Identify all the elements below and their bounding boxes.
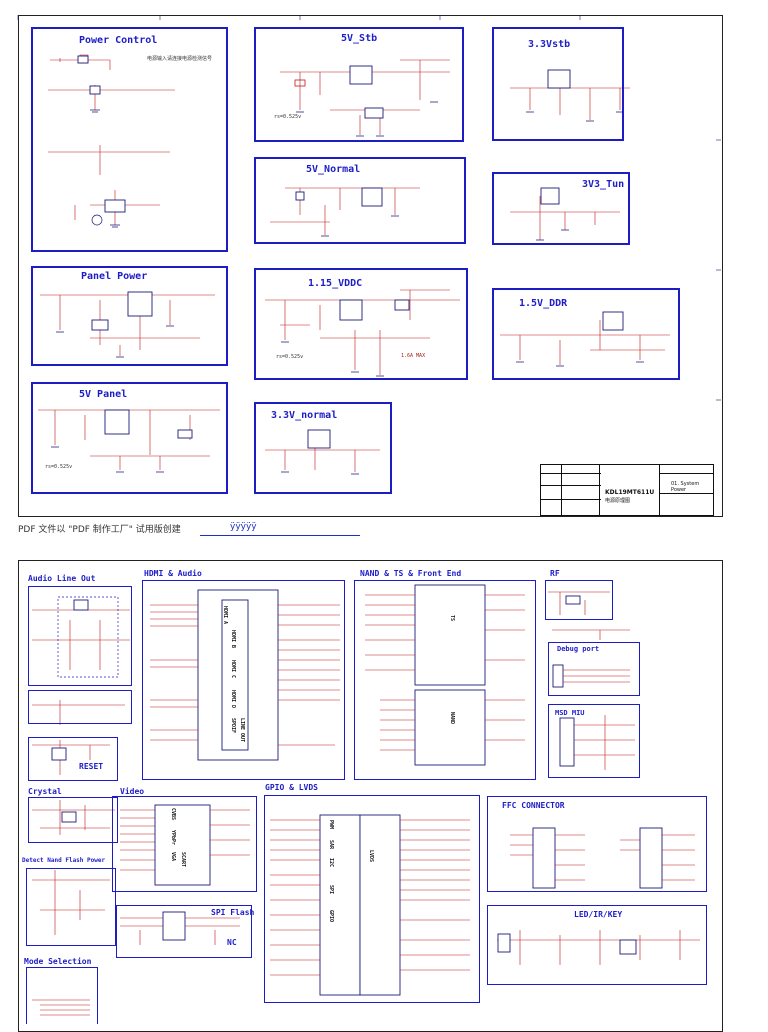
chip-group-label: HDMI D (230, 690, 236, 709)
chip-group-label: TS (449, 615, 455, 622)
title-block: KDL19MT611U 电源原理图 01. System Power (540, 464, 714, 516)
block-hdmi-audio (142, 580, 345, 780)
block-spi-flash: SPI Flash NC (116, 905, 255, 958)
chip-group-label: HDMI C (230, 660, 236, 679)
vddc-circuit (265, 289, 460, 377)
block-note: rs=0.525v (45, 464, 73, 470)
chip-group-label: SAR (328, 840, 334, 850)
3v3-stb-circuit (510, 69, 630, 122)
chip-group-label: SPI (328, 885, 334, 895)
block-title: FFC CONNECTOR (502, 801, 565, 810)
footer-underline (200, 535, 360, 536)
block-title: 3V3_Tun (582, 179, 625, 190)
chip-group-label: LINE OUT (239, 718, 245, 743)
chip-group-label: SCART (180, 852, 186, 868)
model-number: KDL19MT611U (605, 489, 655, 496)
block-note: rs=0.525v (276, 354, 304, 360)
3v3-tun-circuit (510, 187, 620, 241)
block-title-video: Video (120, 787, 145, 796)
3v3-normal-circuit (265, 429, 380, 475)
block-title-hdmi-audio: HDMI & Audio (144, 569, 202, 578)
block-title: 5V_Stb (341, 33, 378, 44)
block-title: Power Control (79, 35, 158, 46)
block-title: MSD MIU (555, 709, 585, 717)
ddr-circuit (500, 311, 670, 367)
drawing-subtitle: 电源原理图 (605, 498, 631, 504)
chip-group-label: YPbPr (170, 830, 176, 846)
pdf-watermark-link[interactable]: ÿÿÿÿÿ (230, 522, 257, 532)
block-title: RESET (79, 762, 104, 771)
block-3v3-stb: 3.3Vstb (492, 27, 624, 141)
block-detect-nand (26, 868, 116, 946)
block-note: rs=0.525v (274, 114, 302, 120)
block-audio-mute (28, 690, 132, 724)
block-title: 1.15_VDDC (308, 278, 363, 289)
block-debug-port: Debug port (548, 642, 640, 696)
block-panel-power: Panel Power (31, 266, 228, 366)
block-ffc-connector: FFC CONNECTOR (487, 796, 707, 892)
power-control-circuit (48, 54, 175, 228)
block-note: 电源输入请连接电源检测信号 (147, 56, 213, 62)
block-title-mode-selection: Mode Selection (24, 957, 92, 966)
block-vddc: 1.15_VDDC rs=0.525v 1.6A MAX (254, 268, 468, 380)
block-mode-selection (26, 967, 98, 1024)
block-title: 3.3Vstb (528, 39, 571, 50)
block-crystal (28, 797, 118, 843)
chip-group-label: SPDIF (230, 718, 236, 734)
chip-group-label: LVDS (368, 850, 374, 863)
chip-group-label: HDMI A (222, 606, 228, 625)
block-3v3-normal: 3.3V_normal (254, 402, 392, 494)
block-title-detect-nand: Detect Nand Flash Power (22, 857, 106, 864)
block-led-ir-key: LED/IR/KEY (487, 905, 707, 985)
chip-group-label: I2C (328, 858, 334, 868)
block-msd-miu: MSD MIU (548, 704, 640, 778)
block-title-rf: RF (550, 569, 560, 578)
5v-stb-circuit (280, 59, 450, 137)
block-note: 1.6A MAX (401, 353, 426, 359)
block-title: 3.3V_normal (271, 410, 338, 421)
chip-group-label: CVBS (170, 808, 176, 821)
block-title: 5V_Normal (306, 164, 361, 175)
block-title-nand-ts: NAND & TS & Front End (360, 569, 462, 578)
sheet-name: 01. System Power (671, 481, 700, 493)
chip-group-label: HDMI B (230, 630, 236, 649)
block-title: SPI Flash (211, 908, 255, 917)
block-rf (545, 580, 613, 620)
pdf-watermark-text: PDF 文件以 "PDF 制作工厂" 试用版创建 (18, 525, 181, 535)
block-power-control: Power Control 电源输入请连接电源检测信号 (31, 27, 228, 252)
block-5v-normal: 5V_Normal (254, 157, 466, 244)
block-title: 5V Panel (79, 389, 128, 400)
block-title-crystal: Crystal (28, 787, 62, 796)
chip-group-label: NAND (449, 712, 455, 725)
block-audio-line-out (28, 586, 132, 686)
chip-group-label: GPIO (328, 910, 334, 923)
block-title-gpio-lvds: GPIO & LVDS (265, 783, 318, 792)
block-title: Panel Power (81, 271, 148, 282)
block-title-audio-line-out: Audio Line Out (28, 574, 96, 583)
block-video (112, 796, 257, 892)
block-gpio-lvds (264, 795, 480, 1003)
block-reset: RESET (28, 737, 118, 781)
block-1v5-ddr: 1.5V_DDR (492, 288, 680, 380)
block-5v-stb: 5V_Stb rs=0.525v (254, 27, 464, 142)
5v-panel-circuit (38, 409, 220, 473)
nc-label: NC (227, 938, 237, 947)
panel-power-circuit (40, 291, 215, 358)
block-nand-ts (354, 580, 536, 780)
block-5v-panel: 5V Panel rs=0.525v (31, 382, 228, 494)
chip-group-label: PWM (328, 820, 334, 830)
5v-normal-circuit (270, 187, 420, 237)
block-3v3-tun: 3V3_Tun (492, 172, 630, 245)
block-title: LED/IR/KEY (574, 910, 623, 919)
block-title: 1.5V_DDR (519, 298, 568, 309)
block-title: Debug port (557, 645, 600, 653)
chip-group-label: VGA (170, 852, 176, 862)
